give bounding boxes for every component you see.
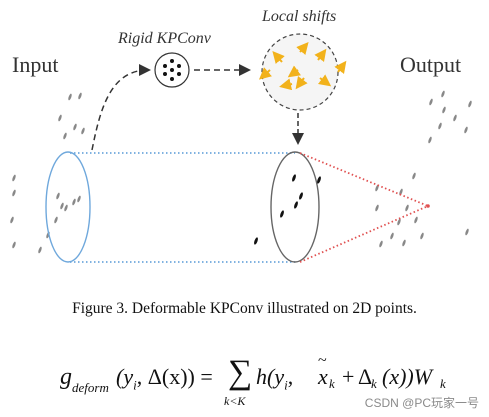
eq-delta: Δ (358, 364, 373, 389)
deform-equation: g deform (yi, Δ(x)) = ∑ k<K h(yi, ~ x k … (60, 352, 460, 414)
eq-args-i: i (133, 377, 137, 393)
csdn-watermark: CSDN @PC玩家一号 (364, 396, 479, 410)
eq-h-open: h(y (256, 364, 285, 389)
cone-bottom-edge (299, 205, 429, 263)
left-ellipse-points (60, 198, 76, 210)
local-shifts-label: Local shifts (262, 8, 337, 25)
to-rigid-arrow (91, 64, 151, 151)
eq-args-open: (y (116, 364, 134, 389)
eq-h-comma: , (287, 364, 294, 389)
eq-args: (yi, Δ(x)) = (116, 364, 213, 393)
output-point (426, 204, 430, 208)
eq-x-k: k (329, 376, 335, 391)
eq-sum-subscript: k<K (224, 394, 246, 408)
cone-top-edge (299, 152, 429, 207)
output-points (375, 90, 472, 248)
rigid-kernel-icon (154, 52, 190, 88)
eq-delta-k: k (371, 376, 377, 391)
input-points (10, 92, 85, 254)
eq-w-k: k (440, 376, 446, 391)
input-label: Input (12, 52, 59, 77)
kernel-points (254, 174, 321, 245)
diagram-canvas (10, 33, 472, 263)
eq-deform-subscript: deform (72, 380, 109, 395)
eq-x: x (318, 364, 328, 389)
eq-plus: + (342, 364, 355, 389)
eq-args-rest: , Δ(x)) = (136, 364, 213, 389)
eq-h-i: i (284, 377, 288, 393)
eq-h: h(yi, (256, 364, 293, 393)
figure-caption: Figure 3. Deformable KPConv illustrated … (72, 300, 417, 317)
rigid-kpconv-label: Rigid KPConv (118, 30, 211, 47)
output-neighborhood-ellipse (270, 151, 320, 263)
output-label: Output (400, 52, 462, 77)
eq-sigma: ∑ (228, 354, 253, 391)
input-neighborhood-ellipse (45, 151, 91, 263)
eq-tilde: ~ (318, 352, 327, 369)
eq-rest: (x))W (382, 364, 433, 389)
deformable-kpconv-figure: Input Output Rigid KPConv Local shifts (10, 8, 472, 263)
local-shifts-icon (258, 33, 347, 111)
eq-g: g (60, 364, 72, 390)
